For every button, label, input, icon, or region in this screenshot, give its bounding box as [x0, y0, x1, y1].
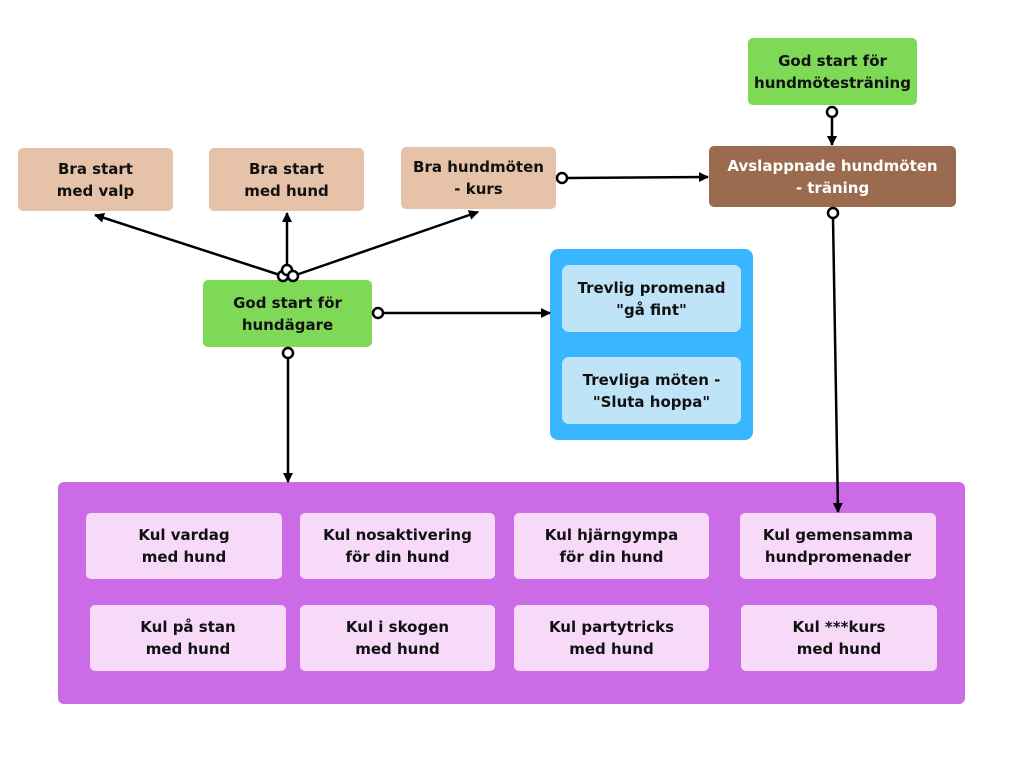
node-bra-hundmoten-kurs[interactable]: Bra hundmöten - kurs	[401, 147, 556, 209]
node-kul-item[interactable]: Kul gemensamma hundpromenader	[740, 513, 936, 579]
connector-avslappnade-kul	[831, 217, 843, 513]
node-kul-item[interactable]: Kul ***kurs med hund	[741, 605, 937, 671]
node-avslappnade-hundmoten[interactable]: Avslappnade hundmöten - träning	[709, 146, 956, 207]
node-kul-item[interactable]: Kul vardag med hund	[86, 513, 282, 579]
connector-origin-dot	[825, 105, 839, 119]
node-trevliga-moten[interactable]: Trevliga möten - "Sluta hoppa"	[562, 357, 741, 424]
connector-origin-dot	[826, 206, 840, 220]
node-bra-start-med-valp[interactable]: Bra start med valp	[18, 148, 173, 211]
connector-hundagare-valp	[94, 213, 284, 278]
node-god-start-hundmotestraning[interactable]: God start för hundmötesträning	[748, 38, 917, 105]
connector-hundagare-kurs	[292, 210, 479, 278]
connector-origin-dot	[281, 346, 295, 360]
connector-origin-dot	[280, 263, 294, 277]
node-kul-item[interactable]: Kul i skogen med hund	[300, 605, 495, 671]
connector-origin-dot	[371, 306, 385, 320]
node-kul-item[interactable]: Kul på stan med hund	[90, 605, 286, 671]
connector-origin-dot	[555, 171, 569, 185]
node-trevlig-promenad[interactable]: Trevlig promenad "gå fint"	[562, 265, 741, 332]
node-god-start-hundagare[interactable]: God start för hundägare	[203, 280, 372, 347]
node-kul-item[interactable]: Kul nosaktivering för din hund	[300, 513, 495, 579]
node-kul-item[interactable]: Kul hjärngympa för din hund	[514, 513, 709, 579]
node-bra-start-med-hund[interactable]: Bra start med hund	[209, 148, 364, 211]
node-kul-item[interactable]: Kul partytricks med hund	[514, 605, 709, 671]
connector-kurs-avslappnade	[566, 172, 709, 183]
